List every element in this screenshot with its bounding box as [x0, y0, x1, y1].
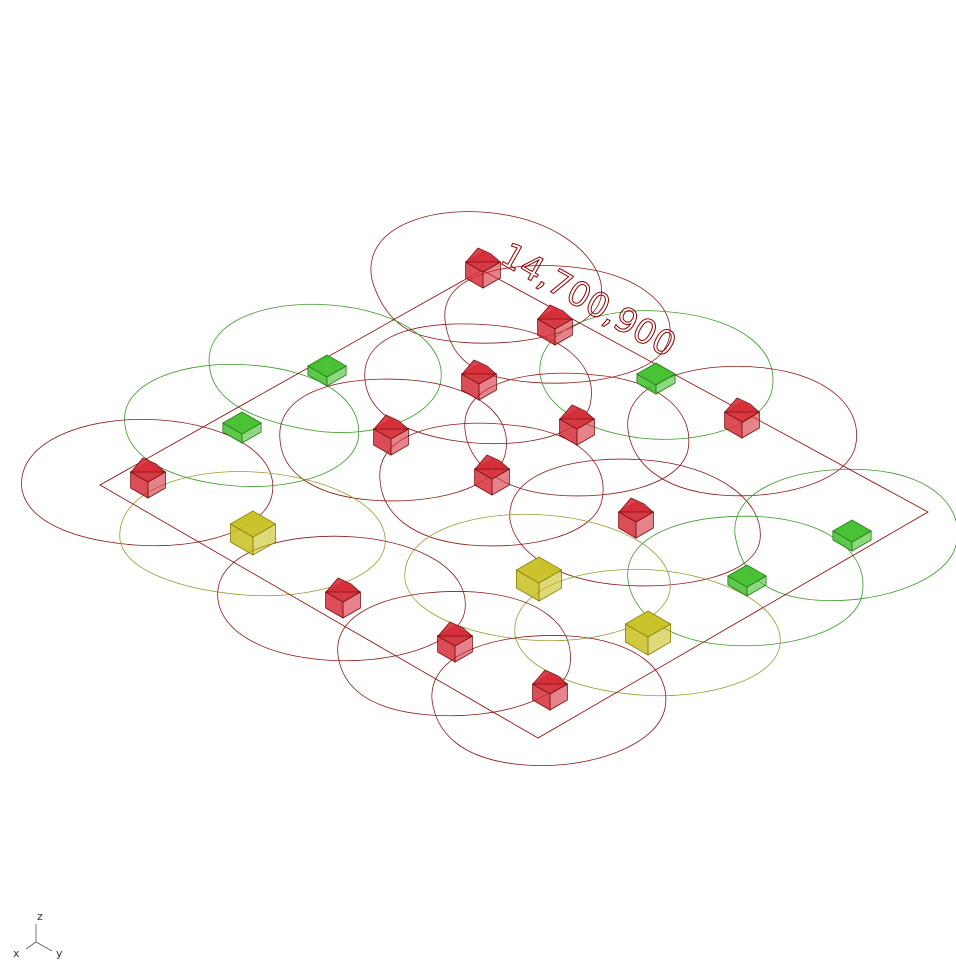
yellow-block-marker[interactable] — [229, 510, 277, 556]
green-block-marker[interactable] — [307, 354, 347, 387]
ring-red — [21, 418, 274, 547]
house-roof — [532, 669, 569, 685]
ring-olive — [404, 513, 671, 642]
ring-green — [734, 468, 956, 602]
ring-red — [431, 635, 667, 767]
yellow-block-marker[interactable] — [515, 556, 563, 602]
green-block-marker[interactable] — [636, 362, 676, 395]
ring-red — [370, 211, 602, 344]
ring-olive — [514, 568, 781, 697]
house-roof — [325, 577, 362, 593]
yellow-block-marker[interactable] — [624, 610, 672, 656]
axis-triad: z x y — [13, 910, 63, 960]
axis-label-y: y — [56, 947, 63, 960]
house-roof — [437, 621, 474, 637]
site-boundary[interactable] — [99, 269, 929, 739]
ring-green — [627, 515, 864, 647]
ring-red — [379, 422, 604, 547]
ring-red — [279, 378, 507, 502]
value-label: 14,700,900 — [494, 235, 683, 366]
green-block-marker[interactable] — [222, 411, 262, 444]
ring-red — [217, 535, 466, 662]
house-roof — [373, 414, 410, 430]
building-blocks — [129, 247, 872, 711]
house-roof — [465, 247, 502, 263]
ring-green — [208, 303, 442, 433]
house-roof — [724, 397, 761, 413]
house-roof — [559, 404, 596, 420]
house-roof — [474, 454, 511, 470]
ring-green — [124, 363, 360, 487]
axis-label-x: x — [13, 947, 20, 960]
ring-red — [627, 365, 857, 497]
house-roof — [461, 359, 498, 375]
influence-rings — [21, 211, 956, 767]
ring-olive — [119, 471, 386, 597]
house-roof — [130, 457, 167, 473]
house-roof — [618, 497, 655, 513]
ring-red — [364, 323, 592, 445]
green-block-marker[interactable] — [727, 564, 767, 597]
ring-red — [509, 458, 761, 587]
ring-green — [539, 310, 774, 440]
house-roof — [537, 304, 574, 320]
ring-red — [337, 591, 571, 717]
axis-label-z: z — [37, 910, 43, 923]
ring-red — [464, 372, 690, 497]
green-block-marker[interactable] — [832, 519, 872, 552]
